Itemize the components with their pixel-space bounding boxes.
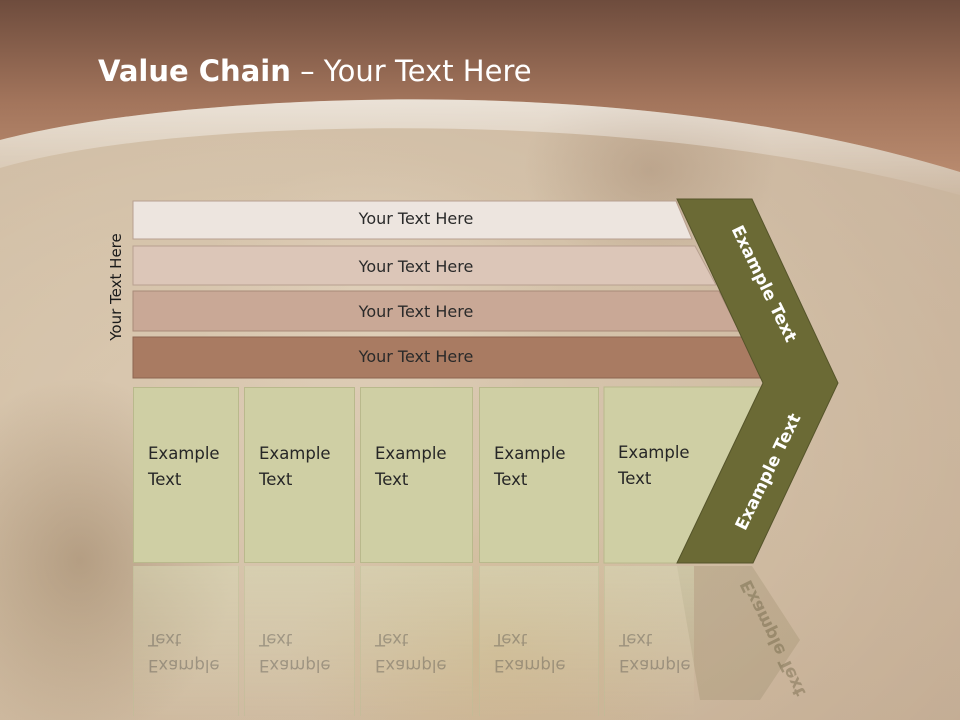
header-wave (0, 99, 960, 195)
bar-label-2: Your Text Here (358, 257, 474, 276)
bar-label-3: Your Text Here (358, 302, 474, 321)
chevron-arrow (676, 198, 839, 564)
chevron-reflection-shape (677, 566, 800, 700)
bar-1 (132, 200, 693, 240)
title-bold: Value Chain (98, 54, 291, 88)
bar-label-1: Your Text Here (358, 209, 474, 228)
bar-label-4: Your Text Here (358, 347, 474, 366)
header-band (0, 0, 960, 172)
bar-2 (132, 245, 717, 286)
title-rest: – Your Text Here (290, 54, 532, 88)
page-title: Value Chain – Your Text Here (98, 54, 532, 88)
